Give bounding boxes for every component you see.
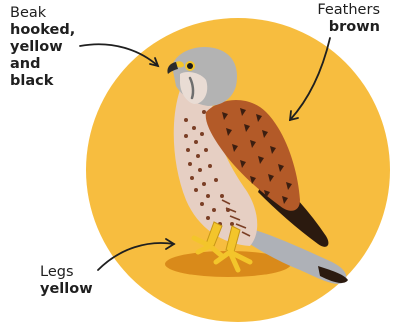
feathers-label-description: brown xyxy=(317,19,380,36)
beak-label: Beak hooked, yellow and black xyxy=(10,5,75,90)
beak-label-description: hooked, yellow and black xyxy=(10,22,75,90)
beak-label-title: Beak xyxy=(10,5,75,22)
feathers-label: Feathers brown xyxy=(317,2,380,36)
feathers-label-title: Feathers xyxy=(317,2,380,19)
legs-label-description: yellow xyxy=(40,281,93,298)
legs-label: Legs yellow xyxy=(40,264,93,298)
legs-label-title: Legs xyxy=(40,264,93,281)
eye xyxy=(187,63,193,69)
